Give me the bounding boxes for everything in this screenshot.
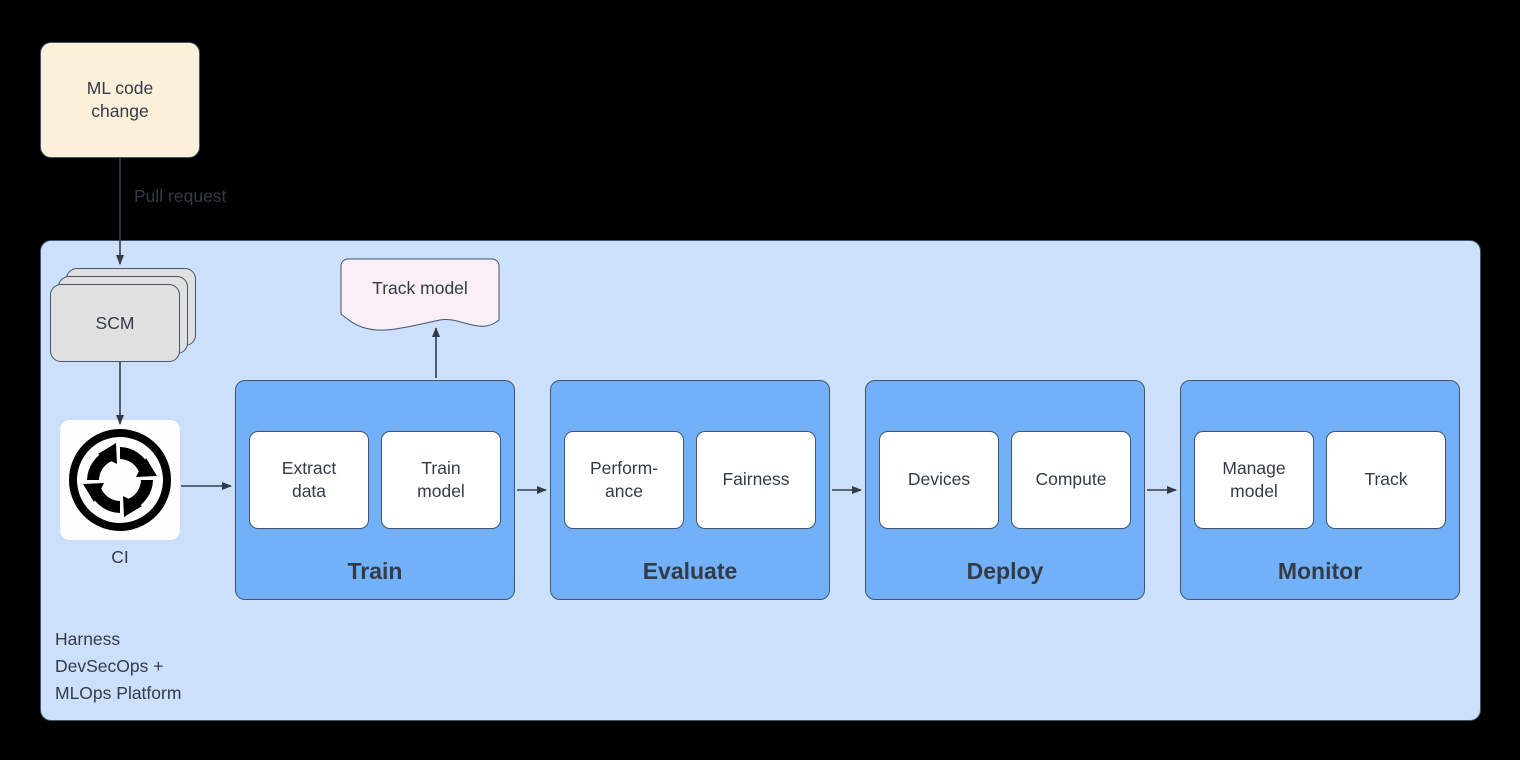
stage-train-cards: Extract data Train model [249,431,501,529]
stage-deploy-cards: Devices Compute [879,431,1131,529]
stage-deploy[interactable]: Devices Compute Deploy [865,380,1145,600]
ml-code-change-label: ML code change [86,77,154,121]
ci-label: CI [111,547,129,567]
card-performance[interactable]: Perform- ance [564,431,684,529]
edge-label-pull-request: Pull request [134,186,227,206]
stage-evaluate-title: Evaluate [642,558,738,584]
card-train-model[interactable]: Train model [381,431,501,529]
ci-node[interactable] [60,420,180,540]
stage-monitor-title: Monitor [1277,558,1363,584]
stage-train-title: Train [347,558,403,584]
continuous-integration-icon [69,429,171,531]
stage-monitor[interactable]: Manage model Track Monitor [1180,380,1460,600]
scm-label: SCM [95,312,135,333]
card-compute[interactable]: Compute [1011,431,1131,529]
stage-deploy-title: Deploy [966,558,1044,584]
card-extract-data[interactable]: Extract data [249,431,369,529]
card-fairness[interactable]: Fairness [696,431,816,529]
track-model-note[interactable]: Track model [340,258,500,334]
ml-code-change-node[interactable]: ML code change [40,42,200,158]
scm-node[interactable]: SCM [50,284,180,362]
card-devices[interactable]: Devices [879,431,999,529]
stage-train[interactable]: Extract data Train model Train [235,380,515,600]
stage-evaluate[interactable]: Perform- ance Fairness Evaluate [550,380,830,600]
track-model-note-label: Track model [372,278,468,298]
stage-monitor-cards: Manage model Track [1194,431,1446,529]
card-manage-model[interactable]: Manage model [1194,431,1314,529]
document-wave-shape [340,258,500,331]
card-track[interactable]: Track [1326,431,1446,529]
platform-label: Harness DevSecOps + MLOps Platform [55,629,182,703]
stage-evaluate-cards: Perform- ance Fairness [564,431,816,529]
